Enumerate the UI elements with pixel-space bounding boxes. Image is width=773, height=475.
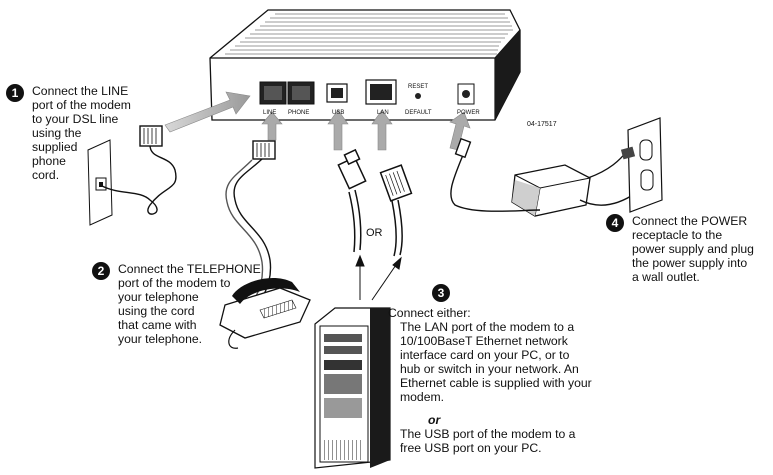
connection-arrows bbox=[164, 91, 471, 151]
wall-phone-jack bbox=[87, 139, 113, 226]
step-1-badge: 1 bbox=[6, 84, 24, 102]
power-port-label: POWER bbox=[457, 110, 480, 116]
lan-port-label: LAN bbox=[377, 110, 389, 116]
step-4-badge: 4 bbox=[606, 214, 624, 232]
or-label: OR bbox=[366, 227, 383, 239]
line-port-label: LINE bbox=[263, 110, 277, 116]
step-3-intro: Connect either: bbox=[388, 306, 471, 320]
default-label: DEFAULT bbox=[405, 110, 432, 116]
usb-port-label: USB bbox=[332, 110, 345, 116]
power-supply bbox=[511, 164, 591, 217]
step-3-option-usb: The USB port of the modem to a free USB … bbox=[400, 427, 576, 455]
step-1-text: Connect the LINE port of the modem to yo… bbox=[32, 84, 131, 182]
reset-label: RESET bbox=[408, 84, 429, 90]
phone-port-label: PHONE bbox=[288, 110, 310, 116]
pc-arrows bbox=[355, 254, 402, 301]
step-3-badge: 3 bbox=[432, 284, 450, 302]
step-3-or: or bbox=[428, 413, 441, 427]
step-2-text: Connect the TELEPHONE port of the modem … bbox=[118, 262, 261, 346]
wall-outlet bbox=[620, 117, 663, 213]
telephone bbox=[219, 277, 311, 349]
lan-cable bbox=[379, 164, 413, 257]
step-2-badge: 2 bbox=[92, 262, 110, 280]
pc-tower bbox=[314, 307, 391, 469]
step-3-option-lan: The LAN port of the modem to a 10/100Bas… bbox=[400, 320, 592, 404]
dsl-line-cord bbox=[101, 125, 177, 215]
usb-cable bbox=[337, 148, 367, 253]
figure-id: 04-17517 bbox=[527, 121, 557, 128]
step-4-text: Connect the POWER receptacle to the powe… bbox=[632, 214, 754, 284]
modem bbox=[209, 9, 521, 121]
